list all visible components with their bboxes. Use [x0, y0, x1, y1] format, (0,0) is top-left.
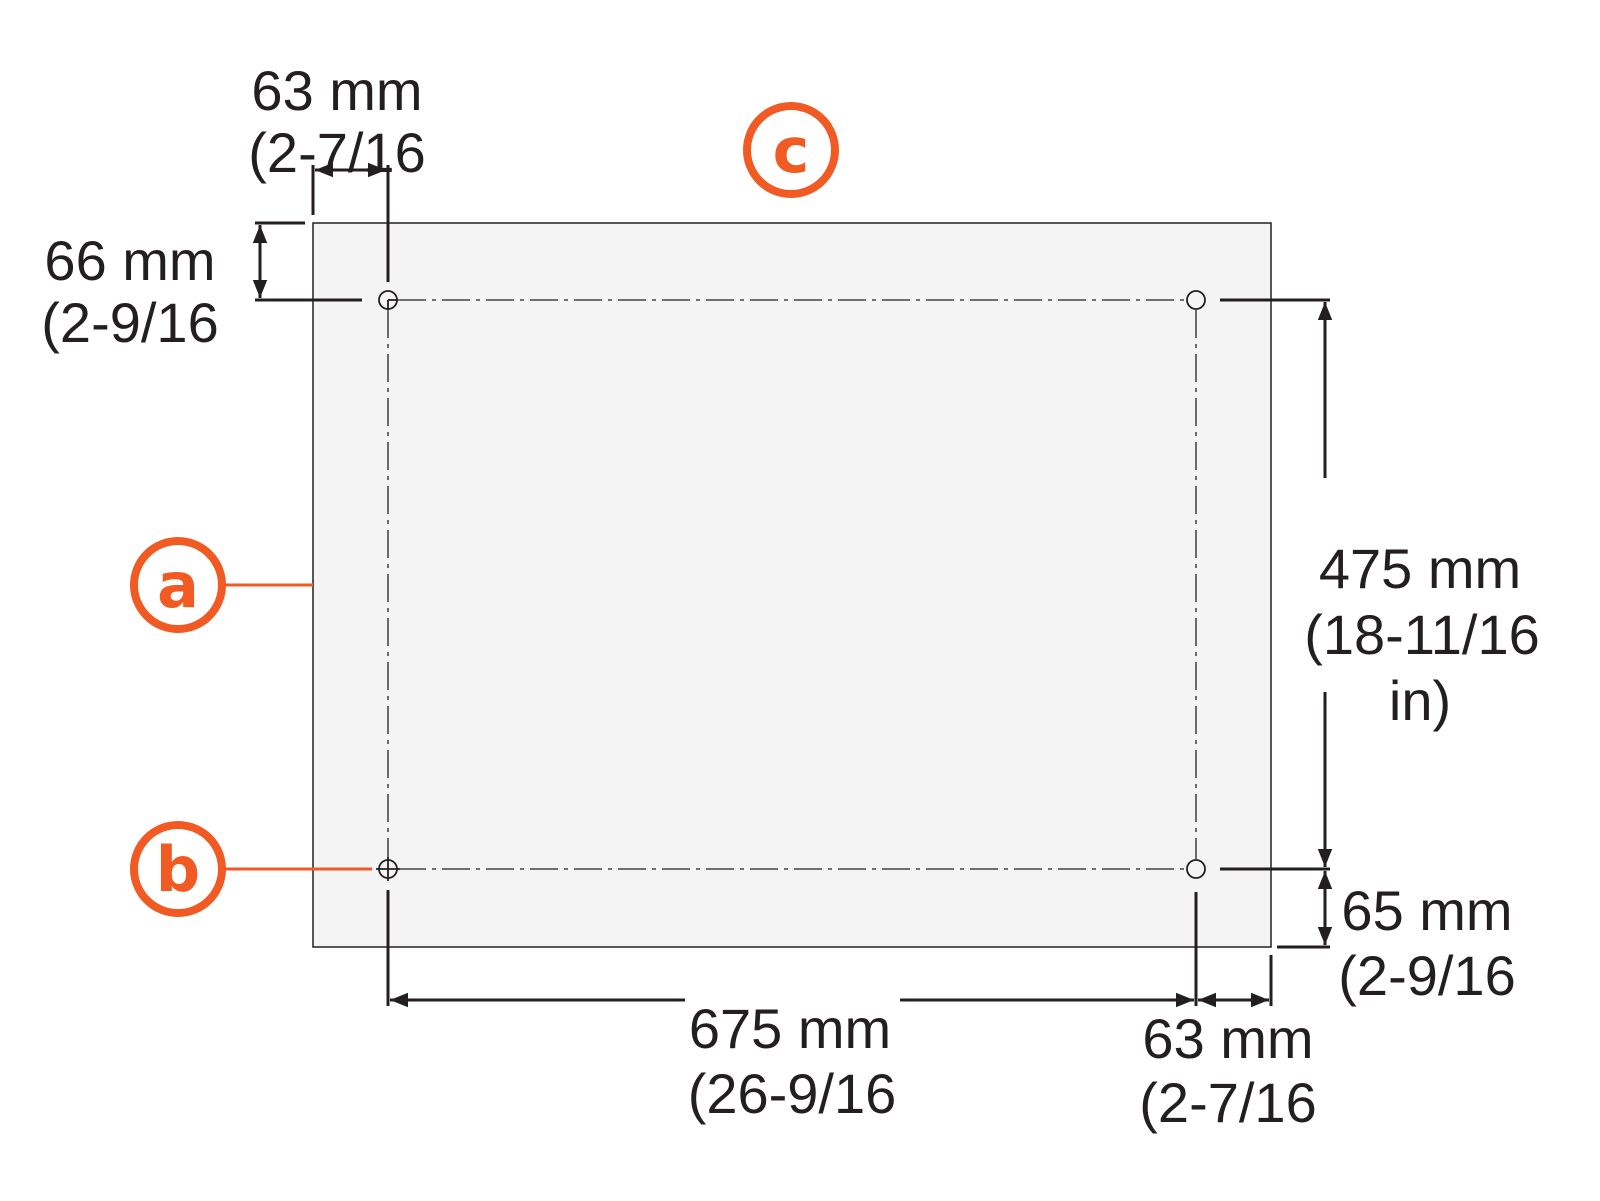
hole-bottom-right: [1186, 859, 1206, 879]
dim-label-mm: 65 mm: [1341, 879, 1512, 942]
hole-center-lines: [387, 299, 1197, 870]
panel: [312, 222, 1272, 948]
dim-label-mm: 675 mm: [689, 997, 891, 1060]
callout-letter: b: [156, 833, 200, 906]
dim-top-left-horizontal: 63 mm (2-7/16: [248, 59, 426, 282]
callout-b: b: [130, 821, 372, 917]
callout-a: a: [130, 537, 313, 633]
dim-label-in: (18-11/16: [1304, 603, 1540, 666]
dim-bottom-right-vertical: 65 mm (2-9/16: [1317, 871, 1516, 1007]
dim-label-unit: in): [1389, 669, 1451, 732]
hole-top-right: [1186, 290, 1206, 310]
dim-label-in: (2-7/16: [1139, 1071, 1316, 1134]
dim-right-vertical: 475 mm (18-11/16 in): [1220, 298, 1540, 949]
dim-label-in: (2-9/16: [41, 291, 218, 354]
dim-label-mm: 475 mm: [1319, 537, 1521, 600]
dim-bottom-horizontal: 675 mm (26-9/16: [386, 890, 1273, 1125]
dim-label-mm: 63 mm: [1142, 1007, 1313, 1070]
callout-letter: a: [157, 549, 199, 622]
dim-top-left-vertical: 66 mm (2-9/16: [41, 221, 362, 354]
callout-letter: c: [773, 114, 810, 187]
dim-label-in: (2-9/16: [1338, 944, 1515, 1007]
dim-label-in: (2-7/16: [248, 121, 425, 184]
dim-bottom-right-horizontal: 63 mm (2-7/16: [1139, 992, 1317, 1134]
dim-label-mm: 63 mm: [251, 59, 422, 122]
mounting-holes: [376, 290, 1206, 881]
dim-label-mm: 66 mm: [44, 229, 215, 292]
dim-label-in: (26-9/16: [688, 1062, 897, 1125]
callout-c: c: [743, 102, 839, 198]
